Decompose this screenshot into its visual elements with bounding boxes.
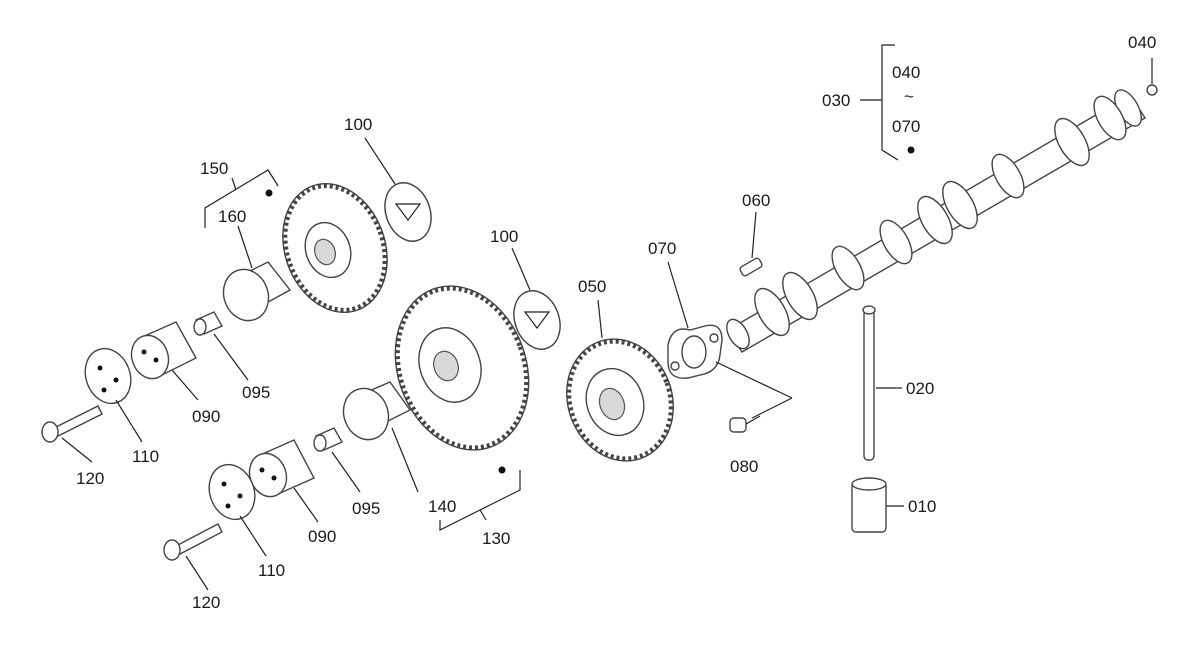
- label-160: 160: [218, 207, 246, 226]
- leader-lines: [61, 44, 1153, 591]
- label-tilde: ~: [904, 87, 914, 106]
- label-110-upper: 110: [132, 447, 159, 466]
- label-110-lower: 110: [258, 561, 285, 580]
- label-095-upper: 095: [242, 383, 270, 402]
- label-070-range: 070: [892, 117, 920, 136]
- label-010: 010: [908, 497, 936, 516]
- part-labels: 040 040 ~ 070 030 060 070 050 100 100 15…: [76, 33, 1156, 612]
- label-100-lower: 100: [490, 227, 518, 246]
- tappet: [851, 477, 887, 533]
- shaft-090-lower: [248, 439, 315, 498]
- label-100-upper: 100: [344, 115, 372, 134]
- label-140: 140: [428, 497, 456, 516]
- collar-100-upper: [384, 182, 432, 242]
- bolt-080: [729, 415, 761, 433]
- plate-110-lower: [208, 463, 256, 521]
- label-120-lower: 120: [192, 593, 220, 612]
- bushing-160: [222, 261, 292, 322]
- plate-110-upper: [84, 347, 132, 405]
- pin-095-lower: [313, 427, 343, 452]
- bolt-120-upper: [41, 405, 103, 443]
- label-095-lower: 095: [352, 499, 380, 518]
- key: [739, 257, 763, 277]
- label-030: 030: [822, 91, 850, 110]
- camshaft: [726, 84, 1158, 353]
- label-020: 020: [906, 379, 934, 398]
- label-060: 060: [742, 191, 770, 210]
- label-130: 130: [482, 529, 510, 548]
- idler-gear-130: [394, 285, 530, 451]
- idler-gear-150: [282, 182, 388, 314]
- label-090-upper: 090: [192, 407, 220, 426]
- bolt-120-lower: [163, 523, 223, 561]
- label-070: 070: [648, 239, 676, 258]
- label-080: 080: [730, 457, 758, 476]
- bushing-140: [342, 381, 412, 441]
- cam-gear: [566, 338, 674, 462]
- pin-095-upper: [193, 311, 223, 336]
- label-040-top: 040: [1128, 33, 1156, 52]
- thrust-plate: [667, 324, 723, 379]
- shaft-090-upper: [130, 321, 197, 380]
- label-150: 150: [200, 159, 228, 178]
- label-050: 050: [578, 277, 606, 296]
- collar-100-lower: [513, 290, 561, 350]
- label-090-lower: 090: [308, 527, 336, 546]
- push-rod: [862, 305, 876, 461]
- reference-dots: [265, 146, 915, 474]
- label-040-range: 040: [892, 63, 920, 82]
- label-120-upper: 120: [76, 469, 104, 488]
